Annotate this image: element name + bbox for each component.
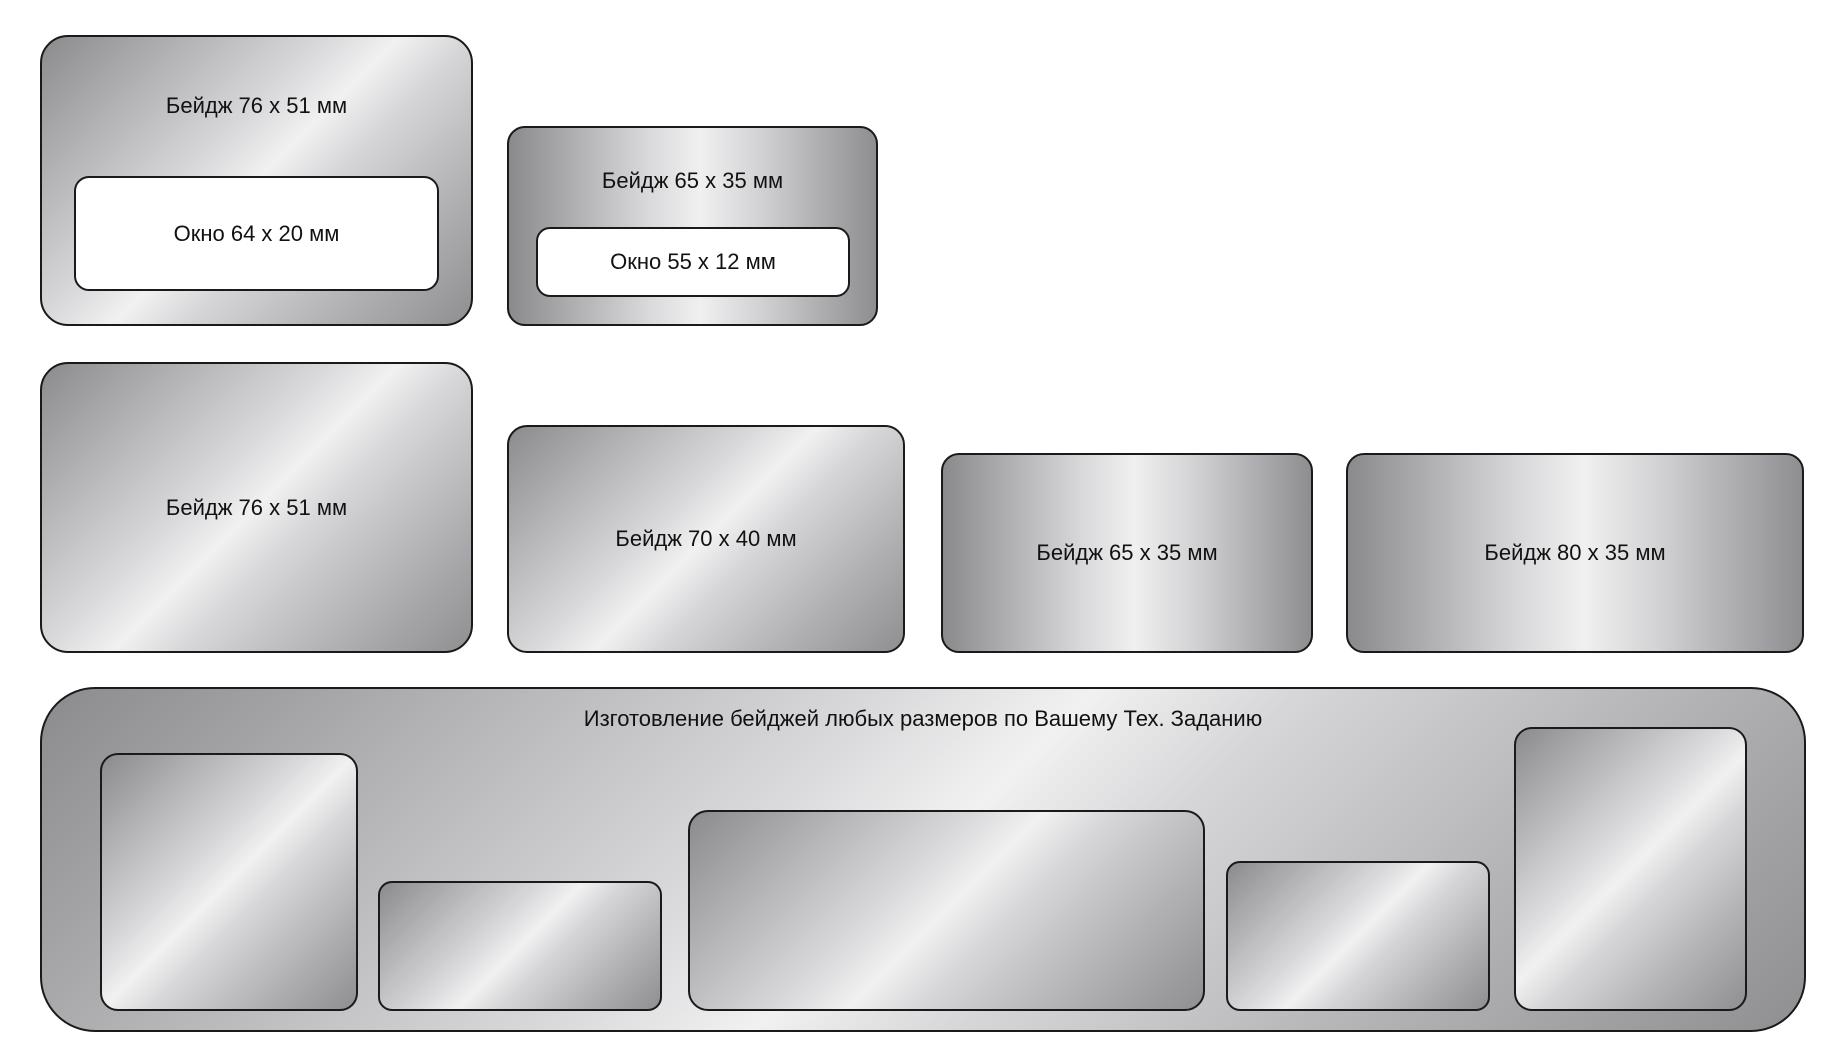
badge-65x35: Бейдж 65 х 35 мм — [941, 453, 1313, 653]
badge-label: Бейдж 76 х 51 мм — [165, 494, 348, 520]
badge-70x40: Бейдж 70 х 40 мм — [507, 425, 905, 653]
badge-76x51: Бейдж 76 х 51 мм — [40, 362, 473, 653]
badge-label: Бейдж 65 х 35 мм — [1036, 540, 1218, 565]
badge-65x35-with-window: Бейдж 65 х 35 мм Окно 55 х 12 мм — [507, 126, 878, 326]
badge-label: Бейдж 76 х 51 мм — [165, 93, 348, 118]
badge-label: Бейдж 80 х 35 мм — [1484, 540, 1666, 565]
window-label: Окно 64 х 20 мм — [173, 220, 340, 246]
custom-sizes-panel: Изготовление бейджей любых размеров по В… — [40, 687, 1806, 1032]
badge-label: Бейдж 70 х 40 мм — [615, 526, 797, 551]
sample-badge-2 — [378, 881, 662, 1011]
badge-window: Окно 64 х 20 мм — [74, 176, 439, 291]
sample-badge-4 — [1226, 861, 1490, 1011]
badge-label: Бейдж 65 х 35 мм — [601, 168, 784, 193]
badge-76x51-with-window: Бейдж 76 х 51 мм Окно 64 х 20 мм — [40, 35, 473, 326]
badge-80x35: Бейдж 80 х 35 мм — [1346, 453, 1804, 653]
sample-badge-3 — [688, 810, 1205, 1011]
sample-badge-5 — [1514, 727, 1747, 1011]
custom-sizes-title: Изготовление бейджей любых размеров по В… — [583, 706, 1263, 731]
badge-window: Окно 55 х 12 мм — [536, 227, 850, 297]
sample-badge-1 — [100, 753, 358, 1011]
window-label: Окно 55 х 12 мм — [610, 249, 776, 274]
